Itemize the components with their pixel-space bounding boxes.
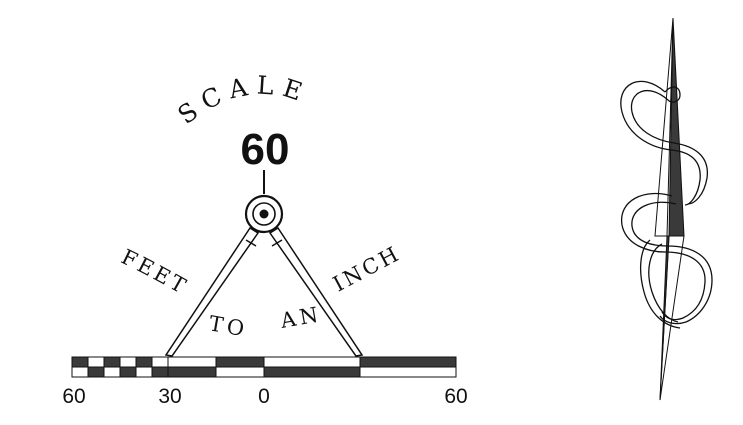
scale-bar-sub-bottom (88, 367, 104, 377)
scale-bar-sub-top (72, 357, 88, 367)
scale-bar-big-top (264, 357, 360, 367)
scale-bar-half-top (168, 357, 216, 367)
scale-bar-sub-top (88, 357, 104, 367)
scale-bar-sub-top (136, 357, 152, 367)
scale-bar-sub-top (120, 357, 136, 367)
divider-pivot-icon (246, 196, 282, 232)
scale-value: 60 (241, 125, 290, 174)
tick-label-60-right: 60 (444, 385, 467, 408)
scale-bar-sub-bottom (120, 367, 136, 377)
scale-bar-sub-bottom (104, 367, 120, 377)
tick-label-60-left: 60 (62, 385, 85, 408)
scale-bar-sub-bottom (72, 367, 88, 377)
north-arrow-icon (621, 18, 712, 400)
scale-bar-sub-bottom (136, 367, 152, 377)
scale-bar-half-top (216, 357, 264, 367)
scale-bar-sub-bottom (152, 367, 168, 377)
scale-bar-sub-top (152, 357, 168, 367)
unit-word-an: AN (278, 302, 324, 333)
scale-bar-half-bottom (168, 367, 216, 377)
unit-word-feet: FEET (118, 245, 193, 300)
scale-bar (72, 357, 456, 377)
scale-bar-big-bottom (360, 367, 456, 377)
tick-label-0: 0 (258, 385, 270, 408)
scale-bar-sub-top (104, 357, 120, 367)
scale-title: SCALE (172, 70, 313, 129)
unit-word-inch: INCH (329, 241, 405, 296)
scale-bar-half-bottom (216, 367, 264, 377)
dividers-icon (166, 228, 362, 356)
scale-bar-big-top (360, 357, 456, 367)
unit-word-to: TO (207, 311, 250, 341)
tick-label-30: 30 (158, 385, 181, 408)
scale-bar-big-bottom (264, 367, 360, 377)
